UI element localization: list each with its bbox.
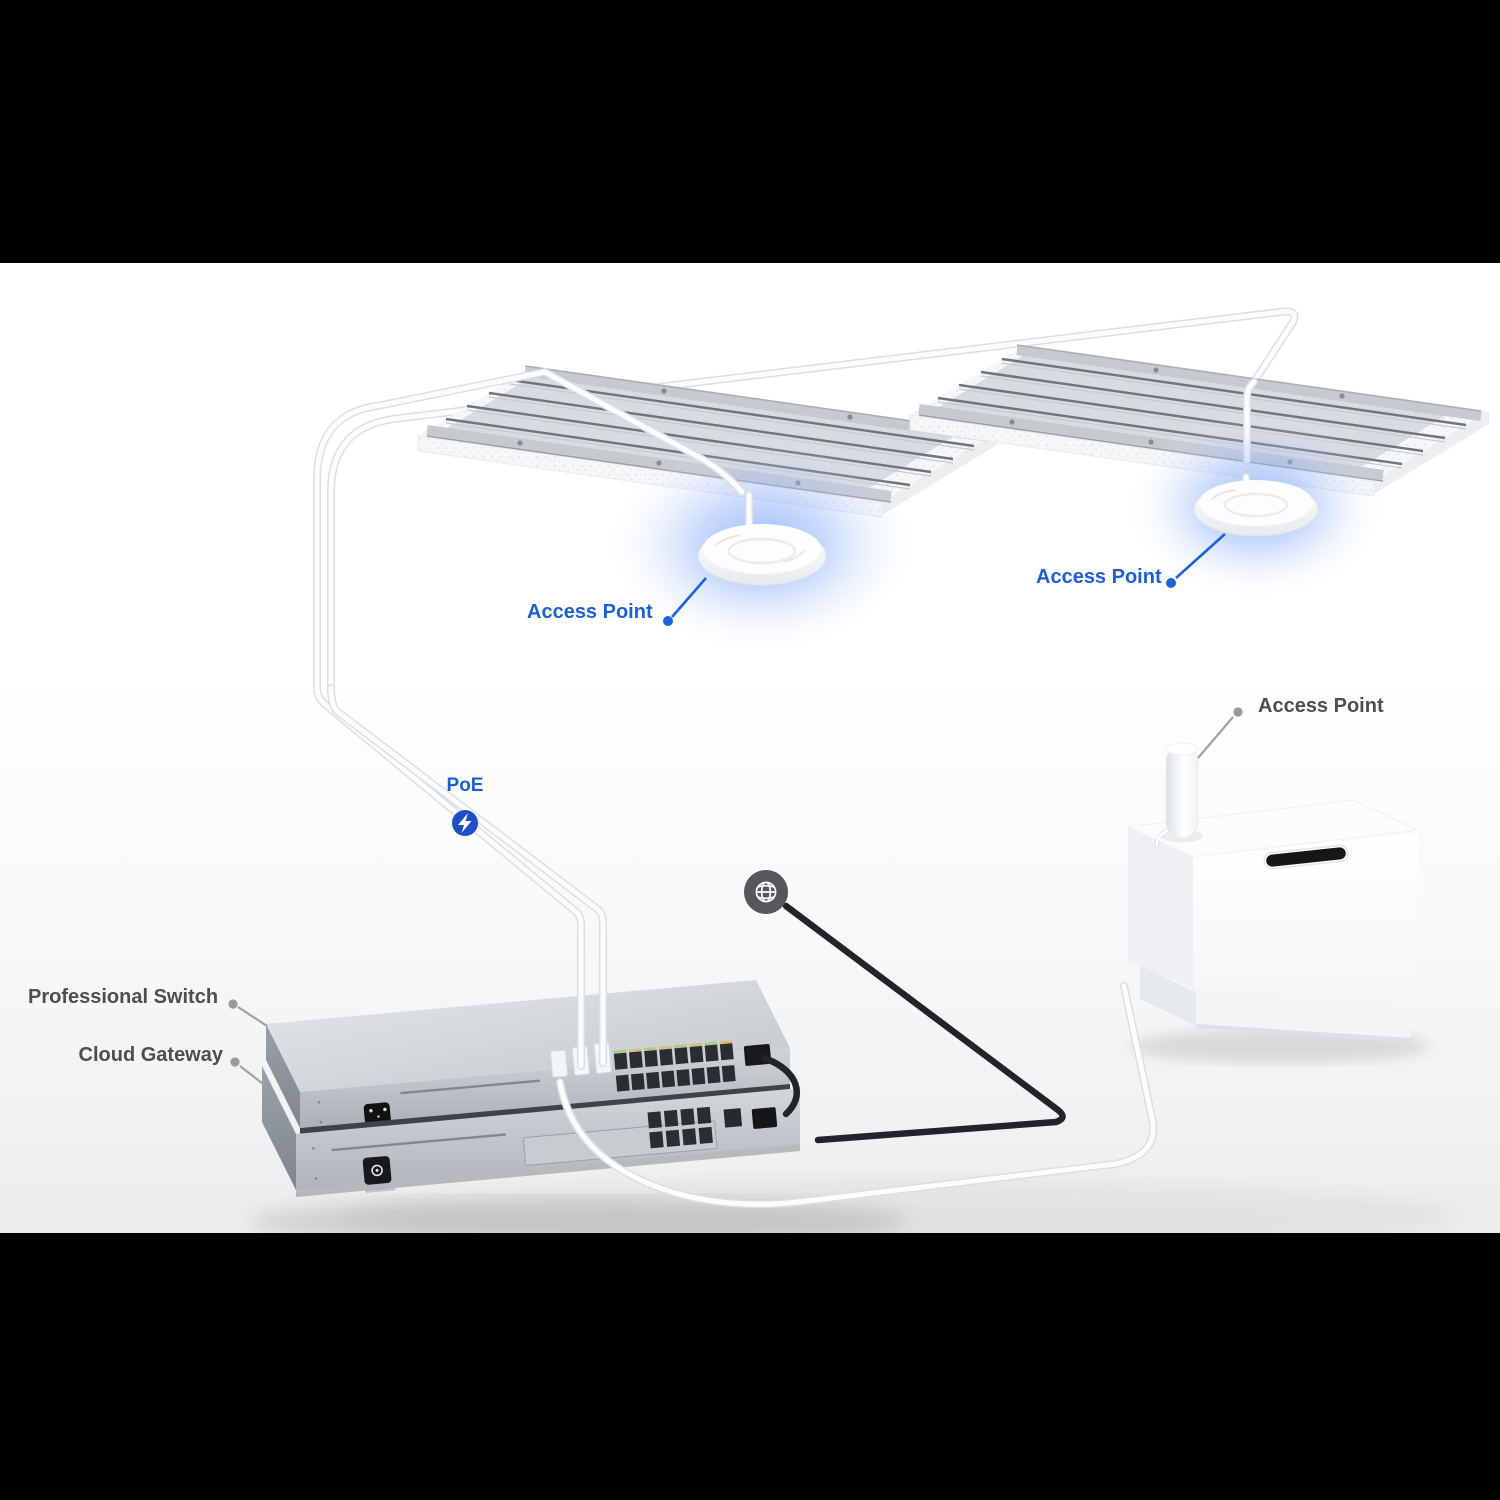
wall-ap-cylinder	[1165, 745, 1199, 839]
switch-sfp-plug	[743, 1043, 772, 1066]
gateway-wan-port	[723, 1108, 743, 1128]
diagram-artwork	[228, 307, 1489, 1233]
switch-rj45-ports	[613, 1043, 736, 1092]
label-poe: PoE	[446, 775, 484, 796]
lightning-bolt-icon	[458, 813, 472, 833]
label-professional-switch: Professional Switch	[28, 986, 219, 1008]
gateway-front-details	[312, 1106, 778, 1194]
access-point-wall-device	[1126, 742, 1420, 1042]
callout-dot-ap-wall	[1233, 707, 1243, 717]
label-access-point-ceiling-left: Access Point	[527, 601, 653, 623]
callout-dot-gateway	[230, 1057, 240, 1067]
access-point-ceiling-left-device	[697, 491, 827, 586]
letterbox-bottom	[0, 1233, 1500, 1500]
wall-ap-cable	[556, 982, 1158, 1209]
label-cloud-gateway: Cloud Gateway	[78, 1044, 223, 1066]
poe-badge	[452, 810, 478, 836]
gateway-rj45-ports	[647, 1106, 713, 1149]
poe-cable-risers	[313, 368, 746, 1070]
callout-dot-switch	[228, 999, 238, 1009]
gateway-black-plug	[751, 1107, 778, 1129]
label-access-point-ceiling-right: Access Point	[1036, 566, 1162, 588]
internet-badge	[744, 870, 788, 914]
callout-dot-ap-right	[1166, 578, 1176, 588]
callout-dot-ap-left	[663, 616, 673, 626]
cabinet-handle-slot	[1266, 847, 1346, 867]
black-cables	[760, 902, 1066, 1144]
access-point-ceiling-right-device	[1193, 473, 1319, 537]
letterbox-top	[0, 0, 1500, 263]
diagram-canvas	[0, 263, 1500, 1233]
switch-port-leds	[613, 1040, 733, 1054]
power-button-icon	[371, 1164, 383, 1177]
poe-cable-on-panel-right	[1243, 378, 1258, 465]
globe-icon	[755, 881, 777, 903]
cloud-gateway-device	[262, 1066, 800, 1197]
poe-cable-run-behind	[327, 307, 1299, 694]
label-access-point-wall: Access Point	[1258, 695, 1384, 717]
internet-cable	[782, 902, 1066, 1144]
switch-gateway-jumper-cable	[760, 1054, 800, 1118]
leader-lines	[228, 533, 1243, 1088]
professional-switch-device	[266, 980, 790, 1139]
